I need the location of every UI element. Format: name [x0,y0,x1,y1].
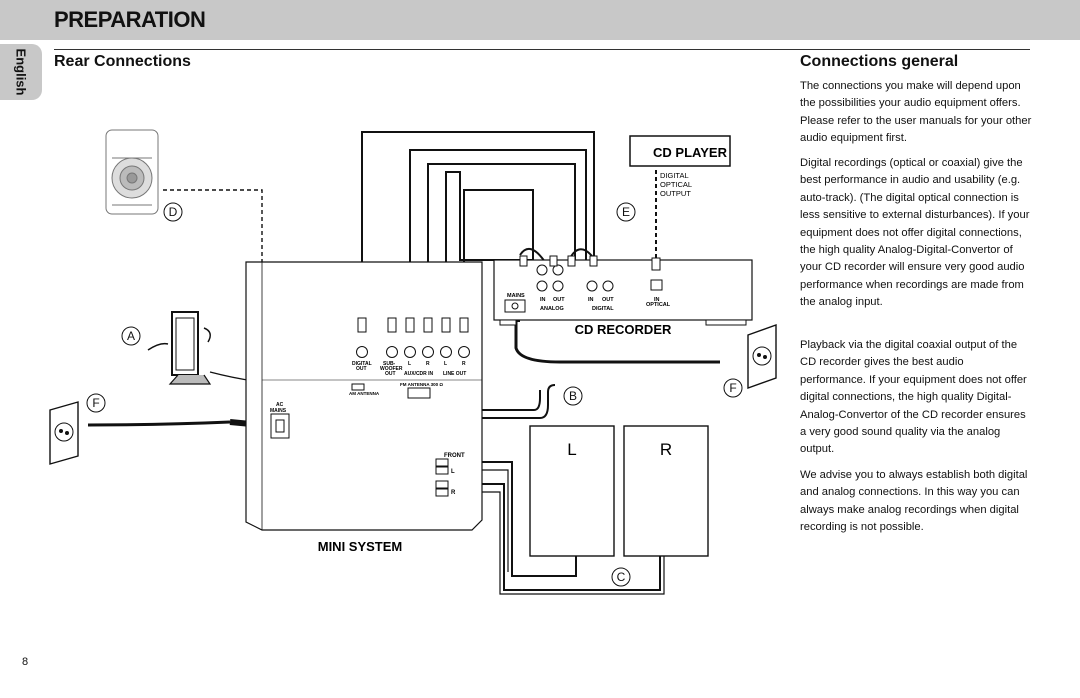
paragraph-2: Digital recordings (optical or coaxial) … [800,157,1030,309]
svg-text:IN: IN [540,297,546,303]
svg-text:AUX/CDR IN: AUX/CDR IN [404,371,434,377]
rear-connections-title: Rear Connections [54,53,191,70]
svg-text:MAINS: MAINS [270,408,287,414]
paragraph-4: We advise you to always establish both d… [800,469,1028,534]
cable-fm-antenna [417,384,556,419]
svg-text:DIGITAL: DIGITAL [592,306,614,312]
svg-text:SUB-: SUB- [383,361,396,367]
svg-text:AM ANTENNA: AM ANTENNA [349,391,380,396]
cable-digital-coax [361,131,595,322]
callout-e [616,202,636,222]
subwoofer-speaker [105,129,159,215]
cd-player-output: OUTPUT [660,189,691,198]
svg-text:L: L [451,469,455,475]
svg-text:IN: IN [588,297,594,303]
cable-aux-in-l [409,149,587,322]
cable-line-out-r [463,189,534,322]
svg-text:E: E [622,205,630,219]
cd-player-label: CD PLAYER [653,145,728,160]
svg-text:FM ANTENNA 300 Ω: FM ANTENNA 300 Ω [400,382,443,387]
cable-speaker-r [446,483,661,591]
svg-text:AC: AC [276,402,284,408]
cable-line-out-l [445,171,533,322]
svg-text:LINE OUT: LINE OUT [443,371,466,377]
wall-socket-left [49,401,79,465]
svg-text:B: B [569,389,577,403]
callouts [86,202,743,587]
cd-player: CD PLAYER DIGITAL OPTICAL OUTPUT [629,135,731,198]
paragraph-1: The connections you make will depend upo… [800,80,1032,145]
cd-player-digital: DIGITAL [660,171,689,180]
svg-text:L: L [567,440,576,459]
callout-b [563,386,583,406]
cable-mains-right [514,322,720,364]
header-rule [54,49,1030,50]
language-tab [0,44,42,100]
svg-text:F: F [92,396,99,410]
svg-text:D: D [169,205,178,219]
callout-a [121,326,141,346]
svg-text:OUT: OUT [553,297,565,303]
cd-player-optical: OPTICAL [660,180,692,189]
svg-text:R: R [451,490,456,496]
callout-f-left [86,393,106,413]
wall-socket-right [747,324,777,389]
svg-text:A: A [127,329,135,343]
connections-general-title: Connections general [800,53,959,70]
svg-text:R: R [462,361,466,367]
svg-text:F: F [729,381,736,395]
svg-text:C: C [617,570,626,584]
cable-aux-in-r [427,163,576,322]
paragraph-3: Playback via the digital coaxial output … [800,339,1027,456]
svg-text:L: L [408,361,411,367]
svg-text:FRONT: FRONT [444,453,465,459]
cdr-mains-label: MAINS [507,293,525,299]
cable-speaker-l [446,461,577,577]
svg-text:OPTICAL: OPTICAL [646,302,671,308]
am-loop-antenna [147,311,212,385]
page-title: PREPARATION [54,7,206,32]
mini-system: DIGITAL OUT SUB- WOOFER OUT L R L R AUX/… [245,261,483,554]
cd-recorder: MAINS IN OUT IN OUT IN ANALOG DIGITAL OP… [493,255,753,337]
svg-text:WOOFER: WOOFER [380,366,403,372]
callout-f-right [723,378,743,398]
svg-text:OUT: OUT [602,297,614,303]
speaker-left: L [529,425,615,557]
cd-recorder-label: CD RECORDER [575,322,672,337]
cable-mains-left [87,420,231,427]
callout-d [163,202,183,222]
header-band [0,0,1080,40]
svg-text:DIGITAL: DIGITAL [352,361,372,367]
svg-text:OUT: OUT [356,366,367,372]
speaker-right: R [623,425,709,557]
svg-text:L: L [444,361,447,367]
page-number: 8 [22,656,29,668]
svg-text:R: R [426,361,430,367]
svg-text:ANALOG: ANALOG [540,306,564,312]
mini-system-label: MINI SYSTEM [318,539,403,554]
callout-c [611,567,631,587]
cable-twist-1 [519,247,546,263]
svg-text:OUT: OUT [385,371,396,377]
svg-text:R: R [660,440,672,459]
svg-text:IN: IN [654,297,660,303]
